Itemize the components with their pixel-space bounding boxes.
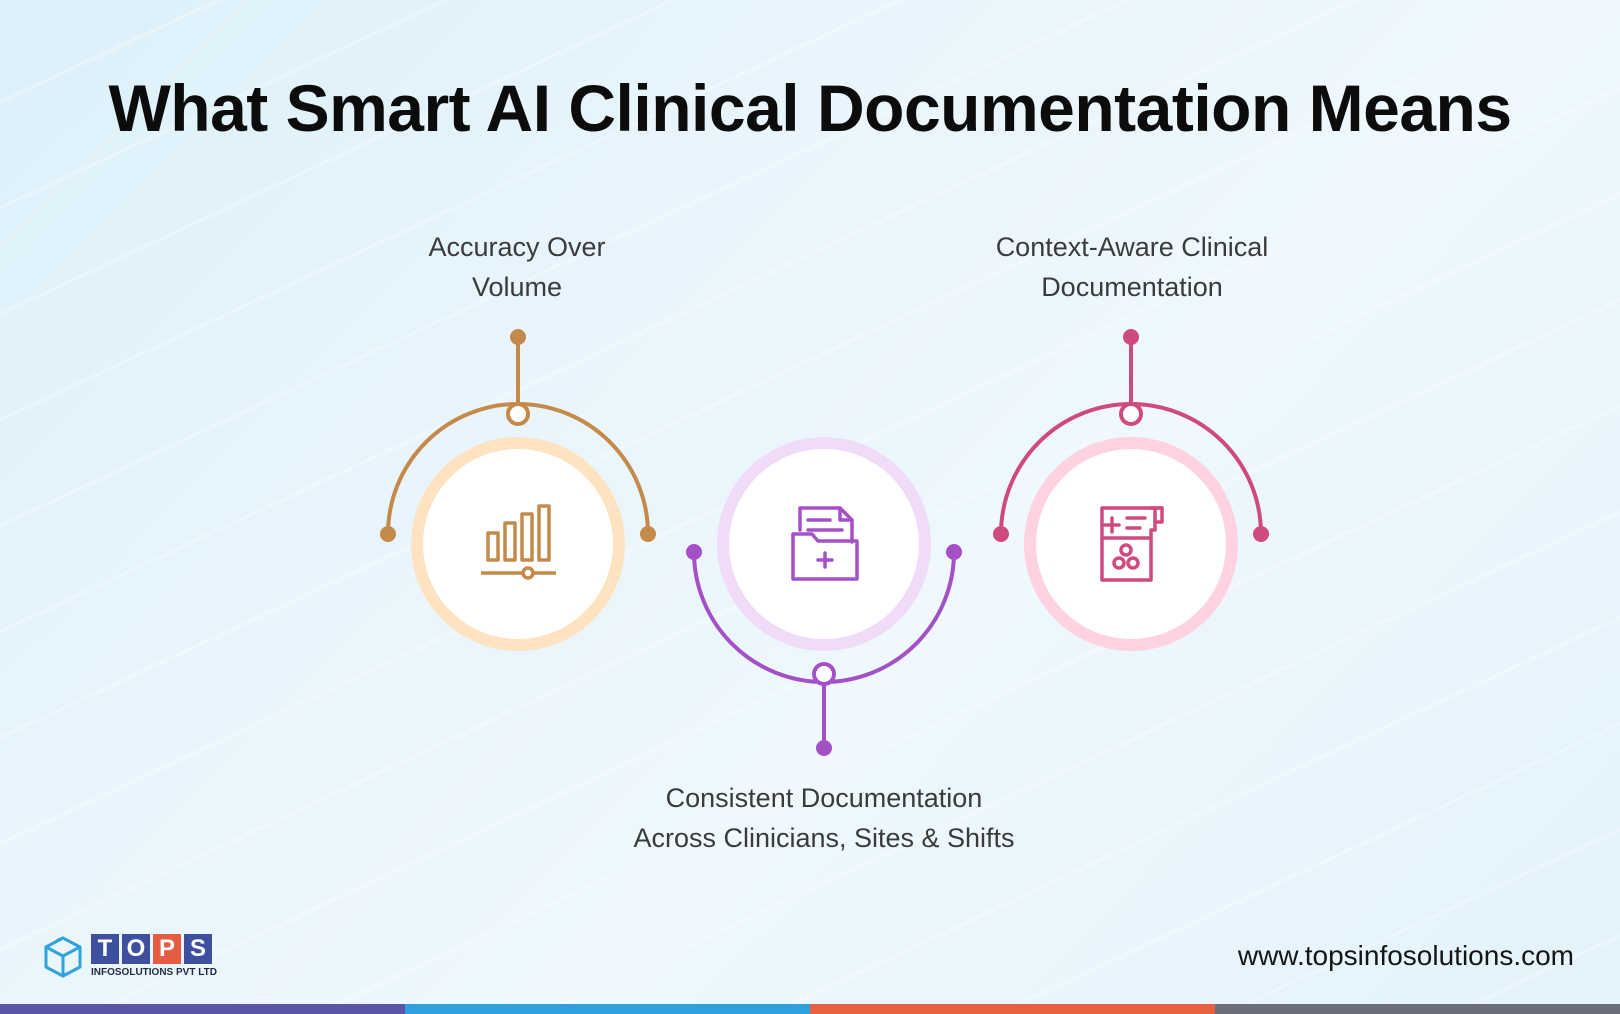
logo-letter-o: O <box>122 934 150 964</box>
label-consistent: Consistent Documentation Across Clinicia… <box>574 778 1074 858</box>
label-consistent-line2: Across Clinicians, Sites & Shifts <box>633 823 1015 853</box>
ring-context <box>1024 437 1238 651</box>
logo-letter-p: P <box>153 934 181 964</box>
bar-segment-3 <box>810 1004 1215 1014</box>
node-context-aware <box>993 329 1269 651</box>
dot-right-context <box>1253 526 1269 542</box>
logo-letter-s: S <box>184 934 212 964</box>
bar-segment-2 <box>405 1004 810 1014</box>
company-logo: T O P S INFOSOLUTIONS PVT LTD <box>42 932 232 984</box>
page-title: What Smart AI Clinical Documentation Mea… <box>108 71 1512 145</box>
ring-accuracy <box>411 437 625 651</box>
node-consistent <box>686 437 962 756</box>
logo-subtitle: INFOSOLUTIONS PVT LTD <box>91 967 217 978</box>
medical-folder-icon <box>791 506 859 581</box>
dot-right-accuracy <box>640 526 656 542</box>
label-consistent-line1: Consistent Documentation <box>665 783 983 813</box>
dot-right-consistent <box>946 544 962 560</box>
ring-consistent <box>717 437 931 651</box>
website-url: www.topsinfosolutions.com <box>1237 940 1574 971</box>
dot-left-context <box>993 526 1009 542</box>
bar-chart-icon <box>481 504 556 580</box>
label-context-aware: Context-Aware Clinical Documentation <box>932 227 1332 307</box>
joint-accuracy <box>506 402 530 426</box>
joint-consistent <box>812 662 836 686</box>
bar-segment-1 <box>0 1004 405 1014</box>
dot-left-consistent <box>686 544 702 560</box>
label-context-line1: Context-Aware Clinical <box>995 232 1269 262</box>
dot-top-context <box>1123 329 1139 345</box>
label-accuracy-line2: Volume <box>471 272 563 302</box>
bottom-color-bar <box>0 1004 1620 1014</box>
joint-context <box>1119 402 1143 426</box>
dot-bottom-consistent <box>816 740 832 756</box>
cube-logo-icon <box>44 936 82 978</box>
label-accuracy-line1: Accuracy Over <box>428 232 606 262</box>
node-accuracy <box>380 329 656 651</box>
label-context-line2: Documentation <box>1041 272 1223 302</box>
dot-top-accuracy <box>510 329 526 345</box>
medical-report-icon <box>1100 506 1164 582</box>
bar-segment-4 <box>1215 1004 1620 1014</box>
label-accuracy: Accuracy Over Volume <box>367 227 667 307</box>
logo-wordmark: T O P S <box>91 934 212 964</box>
logo-letter-t: T <box>91 934 119 964</box>
dot-left-accuracy <box>380 526 396 542</box>
